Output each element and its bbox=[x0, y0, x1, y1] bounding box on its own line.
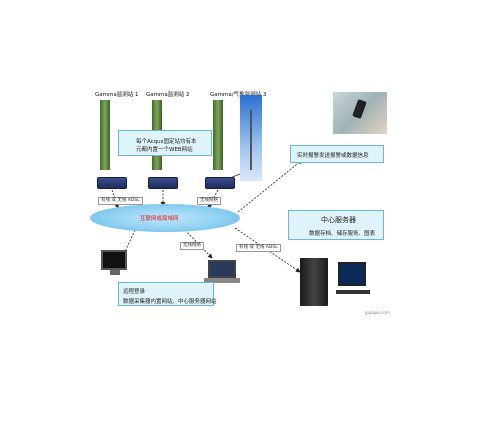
server-tower-icon bbox=[300, 258, 328, 306]
remote-title: 远程登录 bbox=[123, 289, 146, 295]
remote-login-box: 远程登录 数据采集器内置网站、中心服务器网站 bbox=[118, 282, 217, 306]
central-server-box: 中心服务器 数据存档、储存服务、图表 bbox=[288, 210, 384, 240]
link-label-adsl-left: 有线 或 无线 ADSL bbox=[98, 197, 143, 205]
station-3-logger bbox=[205, 177, 235, 189]
phone-icon bbox=[352, 99, 367, 119]
server-monitor-icon bbox=[338, 262, 366, 286]
station-2-logger bbox=[148, 177, 178, 189]
server-subtitle: 数据存档、储存服务、图表 bbox=[309, 231, 376, 237]
remote-subtitle: 数据采集器内置网站、中心服务器网站 bbox=[123, 299, 217, 305]
server-keyboard-icon bbox=[336, 290, 370, 294]
info-line-1: 每个Acqus固定站均有本 bbox=[136, 139, 197, 145]
link-station1-network bbox=[111, 189, 120, 209]
network-cloud: 互联网或局域网 bbox=[90, 204, 240, 232]
laptop-icon bbox=[208, 260, 236, 278]
watermark: gooqoo.com bbox=[365, 310, 390, 315]
station-1-logger bbox=[97, 177, 127, 189]
server-title: 中心服务器 bbox=[321, 216, 356, 224]
weather-mast-icon bbox=[250, 110, 252, 170]
link-label-wireless-client: 无线网络 bbox=[180, 242, 204, 250]
desktop-monitor-icon bbox=[101, 250, 127, 270]
station-2-label: Gamma监测站 2 bbox=[146, 92, 190, 98]
station-3-pole-image bbox=[213, 100, 223, 170]
alert-text: 实时报警发送报警或数据信息 bbox=[297, 153, 369, 159]
station-3-label: Gamma/气象监测站 3 bbox=[210, 92, 267, 98]
link-label-adsl-server: 有线 或 无线 ADSL bbox=[236, 244, 281, 252]
laptop-base-icon bbox=[204, 278, 240, 283]
desktop-stand-icon bbox=[110, 270, 120, 275]
mobile-phone-photo bbox=[333, 92, 387, 134]
web-site-info-box: 每个Acqus固定站均有本 元都内置一个WEB网站 bbox=[118, 130, 212, 156]
link-label-wireless-right: 无线网络 bbox=[197, 197, 221, 205]
network-label: 互联网或局域网 bbox=[140, 216, 179, 222]
alert-info-box: 实时报警发送报警或数据信息 bbox=[290, 145, 384, 163]
station-1-pole-image bbox=[100, 100, 110, 170]
station-1-label: Gamma监测站 1 bbox=[95, 92, 139, 98]
info-line-2: 元都内置一个WEB网站 bbox=[136, 147, 193, 153]
